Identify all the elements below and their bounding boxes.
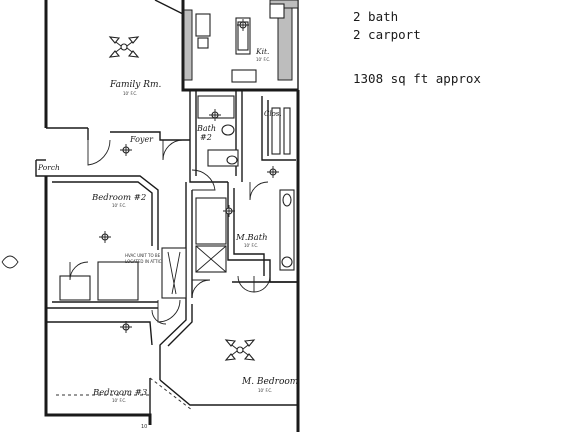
ceiling-label-mbath: 10' F.C. bbox=[244, 243, 258, 248]
room-label-porch: Porch bbox=[37, 163, 60, 172]
room-label-foyer: Foyer bbox=[129, 135, 154, 144]
room-labels: Family Rm. 10' F.C. Kit. 10' F.C. Foyer … bbox=[37, 47, 298, 430]
carport-count: 2 carport bbox=[353, 27, 421, 42]
room-label-closet: Clos. bbox=[264, 110, 282, 118]
room-label-family: Family Rm. bbox=[109, 80, 162, 90]
exterior-walls bbox=[35, 0, 300, 432]
fixtures bbox=[59, 0, 299, 301]
bath-count: 2 bath bbox=[353, 9, 399, 24]
light-fixture-icon bbox=[99, 19, 279, 333]
interior-walls bbox=[46, 0, 298, 415]
ceiling-label-family: 10' F.C. bbox=[123, 91, 137, 96]
ceiling-label-mbedroom: 10' F.C. bbox=[258, 388, 272, 393]
door-swing-icon bbox=[69, 139, 271, 325]
hvac-note-line1: HVAC UNIT TO BE bbox=[125, 253, 161, 258]
room-label-mbath: M.Bath bbox=[235, 233, 268, 243]
ceiling-label-bedroom3: 10' F.C. bbox=[112, 398, 126, 403]
ceiling-label-bedroom2: 10' F.C. bbox=[112, 203, 126, 208]
hole-punch-mark bbox=[1, 255, 19, 269]
square-footage: 1308 sq ft approx bbox=[353, 71, 481, 86]
ceiling-fan-icon bbox=[108, 36, 256, 361]
room-label-bath2-line2: #2 bbox=[200, 133, 212, 142]
room-label-bath2-line1: Bath bbox=[196, 124, 216, 133]
ceiling-label-kitchen: 10' F.C. bbox=[256, 57, 270, 62]
room-label-mbedroom: M. Bedroom bbox=[241, 377, 298, 387]
dimension-label: 10 bbox=[141, 424, 147, 430]
room-label-bedroom3: Bedroom #3 bbox=[92, 388, 147, 398]
room-label-bedroom2: Bedroom #2 bbox=[91, 193, 146, 203]
room-label-kitchen: Kit. bbox=[255, 47, 269, 56]
hvac-note-line2: LOCATED IN ATTIC bbox=[125, 259, 162, 264]
